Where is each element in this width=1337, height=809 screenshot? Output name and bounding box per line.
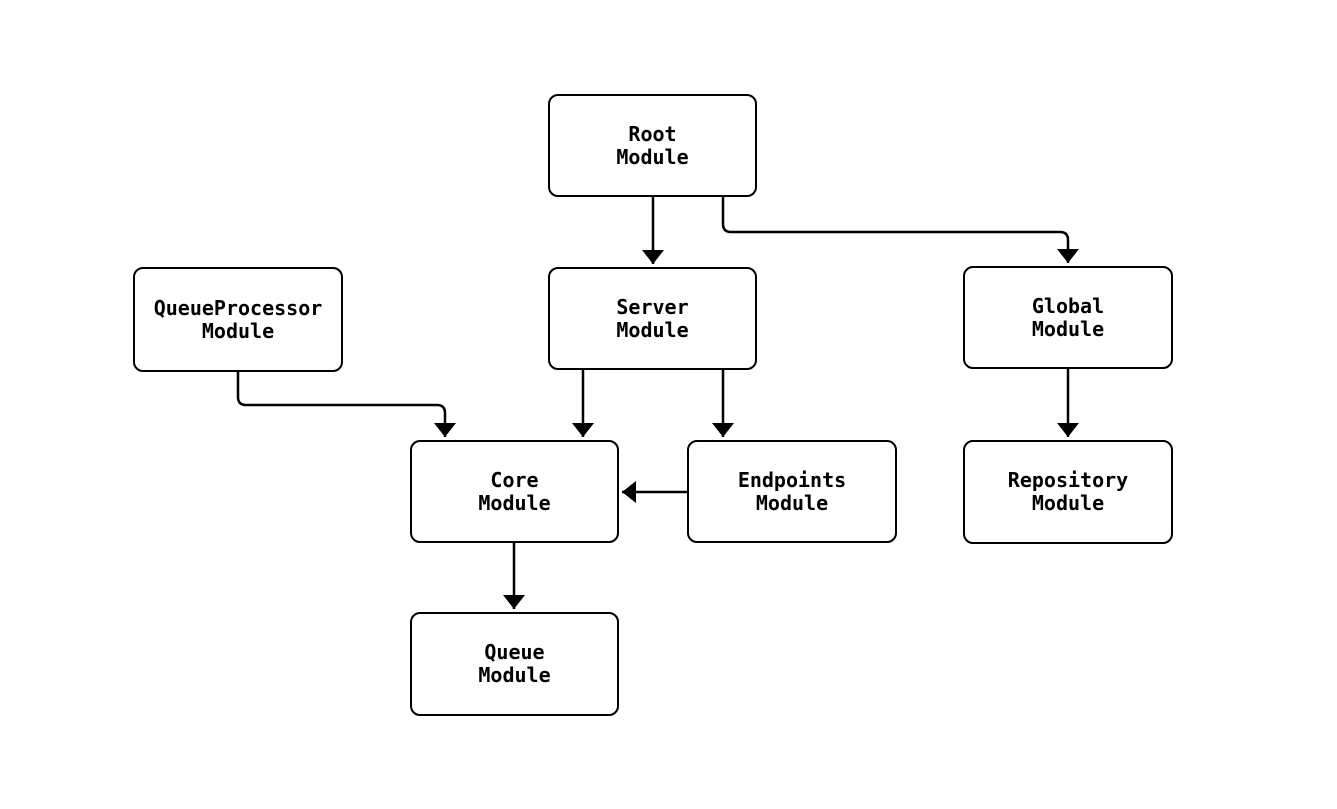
node-queue-module: Queue Module (410, 612, 619, 716)
node-endpoints-module-label: Endpoints Module (737, 467, 847, 515)
node-server-module: Server Module (548, 267, 757, 370)
edge-queueprocessor-to-core (236, 372, 456, 437)
node-root-module: Root Module (548, 94, 757, 197)
node-repository-module-label: Repository Module (1007, 468, 1129, 515)
node-global-module: Global Module (963, 266, 1173, 369)
node-queueprocessor-module-label: QueueProcessor Module (153, 295, 323, 343)
node-root-module-label: Root Module (616, 121, 689, 169)
node-endpoints-module: Endpoints Module (687, 440, 897, 543)
node-repository-module: Repository Module (963, 440, 1173, 544)
node-global-module-label: Global Module (1031, 293, 1105, 341)
node-queueprocessor-module: QueueProcessor Module (133, 267, 343, 372)
edge-root-to-global (721, 197, 1079, 263)
node-queue-module-label: Queue Module (478, 640, 551, 687)
node-core-module: Core Module (410, 440, 619, 543)
node-server-module-label: Server Module (616, 294, 689, 342)
node-core-module-label: Core Module (478, 467, 551, 515)
